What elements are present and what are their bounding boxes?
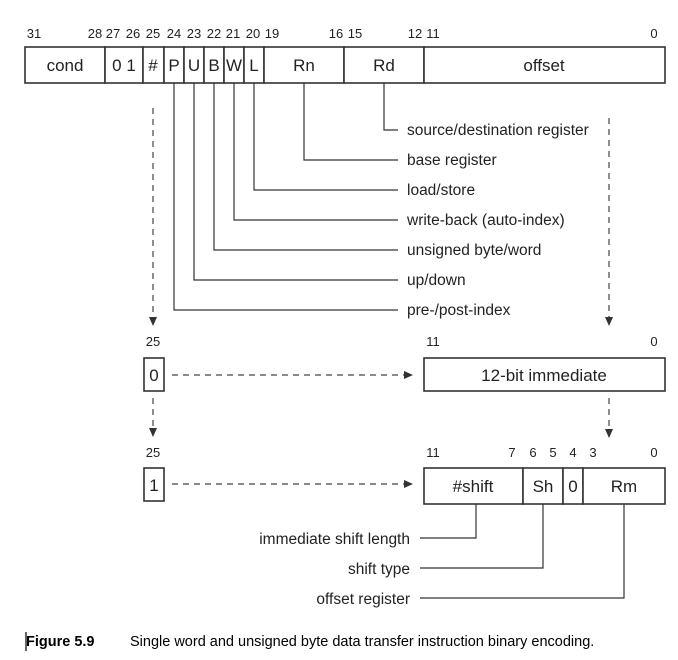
b-leader — [213, 83, 398, 251]
field-p: P — [168, 56, 179, 75]
rn-leader — [303, 83, 398, 161]
bit-21: 21 — [226, 26, 240, 41]
label-load-store: load/store — [407, 182, 475, 199]
bit-11: 11 — [426, 26, 440, 41]
bit-19: 19 — [265, 26, 279, 41]
field-l: L — [249, 56, 258, 75]
field-01-box — [104, 46, 144, 84]
bit-28: 28 — [88, 26, 102, 41]
reg-field-shift: #shift — [453, 477, 494, 496]
field-u: U — [188, 56, 200, 75]
label-shift-type: shift type — [348, 561, 410, 578]
caption-text: Single word and unsigned byte data trans… — [130, 634, 594, 650]
reg-bit-7: 7 — [508, 445, 515, 460]
label-shift-length: immediate shift length — [259, 531, 410, 548]
reg-bit-5: 5 — [549, 445, 556, 460]
imm-hash-box — [143, 357, 165, 392]
field-rn: Rn — [293, 56, 315, 75]
label-unsigned-byte-word: unsigned byte/word — [407, 242, 541, 259]
u-leader — [193, 83, 398, 281]
field-01: 0 1 — [112, 56, 136, 75]
immediate-form: 25 0 11 0 12-bit immediate — [143, 334, 666, 392]
reg-hash-box — [143, 467, 165, 502]
register-form: 25 1 11 7 6 5 4 3 0 #shift Sh 0 Rm immed… — [143, 445, 666, 608]
reg-bit-0: 0 — [650, 445, 657, 460]
field-leader-lines — [173, 83, 398, 311]
caption-number: Figure 5.9 — [26, 634, 95, 650]
l-leader — [253, 83, 398, 191]
bit-26: 26 — [126, 26, 140, 41]
reg-rm-box — [582, 467, 666, 505]
bit-23: 23 — [187, 26, 201, 41]
bit-0: 0 — [650, 26, 657, 41]
bit-15: 15 — [348, 26, 362, 41]
imm-bit-11: 11 — [426, 334, 440, 349]
reg-bit-3: 3 — [589, 445, 596, 460]
field-w: W — [226, 56, 242, 75]
reg-field-zero: 0 — [568, 477, 577, 496]
dashed-connectors — [149, 108, 613, 438]
reg-hash-value: 1 — [149, 476, 158, 495]
bit-24: 24 — [167, 26, 181, 41]
reg-bit-6: 6 — [529, 445, 536, 460]
reg-sh-box — [522, 467, 564, 505]
bit-27: 27 — [106, 26, 120, 41]
imm-bit-0: 0 — [650, 334, 657, 349]
reg-bit-4: 4 — [569, 445, 576, 460]
shift-type-leader — [420, 504, 544, 569]
reg-bit-11: 11 — [426, 445, 440, 460]
field-labels: source/destination register base registe… — [406, 122, 589, 319]
imm-field: 12-bit immediate — [481, 366, 607, 385]
top-bit-numbers: 31 28 27 26 25 24 23 22 21 20 19 16 15 1… — [27, 26, 658, 41]
shift-length-leader — [420, 504, 477, 539]
reg-hash-bit-25: 25 — [146, 445, 160, 460]
bit-16: 16 — [329, 26, 343, 41]
field-rd-box — [343, 46, 425, 84]
imm-hash-bit-25: 25 — [146, 334, 160, 349]
reg-field-rm: Rm — [611, 477, 637, 496]
field-offset: offset — [523, 56, 565, 75]
w-leader — [233, 83, 398, 221]
p-leader — [173, 83, 398, 311]
label-write-back: write-back (auto-index) — [406, 212, 565, 229]
imm-hash-value: 0 — [149, 366, 158, 385]
bit-12: 12 — [408, 26, 422, 41]
label-offset-register: offset register — [316, 591, 410, 608]
field-b: B — [208, 56, 219, 75]
bit-31: 31 — [27, 26, 41, 41]
top-register: cond 0 1 # P U B W L Rn Rd offset — [24, 46, 666, 84]
offset-register-leader — [420, 504, 625, 599]
rd-leader — [383, 83, 398, 131]
imm-field-box — [423, 357, 666, 392]
field-rd: Rd — [373, 56, 395, 75]
bit-22: 22 — [207, 26, 221, 41]
reg-field-sh: Sh — [533, 477, 554, 496]
field-hash: # — [148, 56, 158, 75]
label-up-down: up/down — [407, 272, 466, 289]
label-base-register: base register — [407, 152, 497, 169]
field-cond: cond — [47, 56, 84, 75]
field-offset-box — [423, 46, 666, 84]
label-source-destination: source/destination register — [407, 122, 589, 139]
figure-caption: Figure 5.9 Single word and unsigned byte… — [25, 632, 594, 651]
label-pre-post-index: pre-/post-index — [407, 302, 511, 319]
field-cond-box — [24, 46, 106, 84]
bit-25: 25 — [146, 26, 160, 41]
bit-20: 20 — [246, 26, 260, 41]
